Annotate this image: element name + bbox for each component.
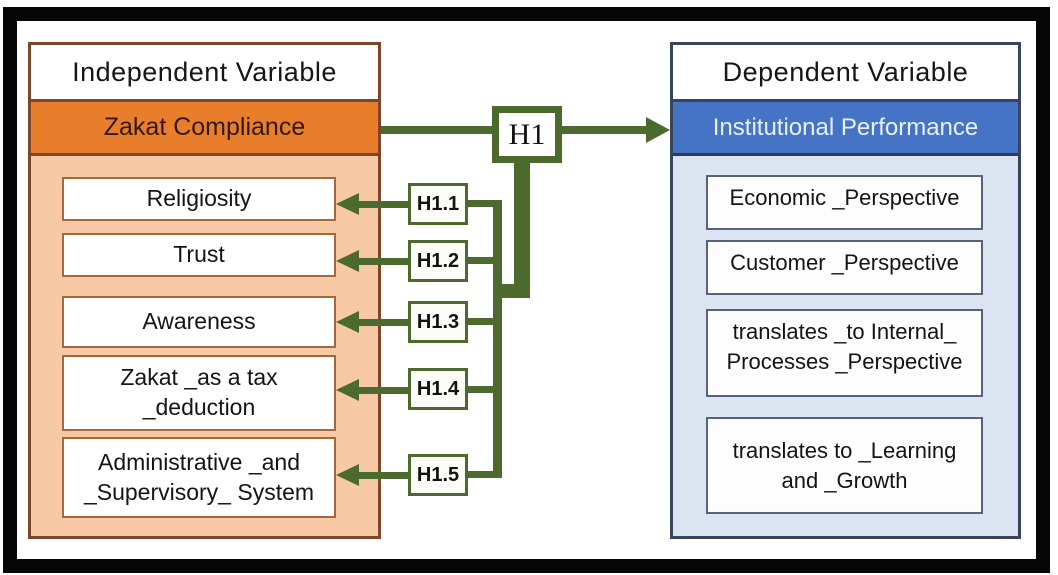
h1-2-arrowhead-icon: [336, 250, 359, 272]
zakat-to-h1-line: [381, 126, 492, 134]
zakat-tax-deduction-box: Zakat _as a tax _deduction: [62, 355, 336, 431]
hypothesis-spine-line: [493, 200, 502, 478]
h1-1-arrowhead-icon: [336, 193, 359, 215]
h1-3-arrow-line: [358, 319, 408, 326]
trust-box: Trust: [62, 233, 336, 277]
h1-5-label-box: H1.5: [408, 454, 468, 496]
performance-arrowhead-icon: [646, 117, 670, 143]
institutional-performance-header: Institutional Performance: [673, 102, 1018, 156]
dependent-variable-title: Dependent Variable: [673, 45, 1018, 102]
h1-2-label-box: H1.2: [408, 240, 468, 282]
learning-growth-box: translates to _Learning and _Growth: [706, 417, 983, 514]
internal-processes-perspective-box: translates _to Internal_ Processes _Pers…: [706, 309, 983, 397]
h1-4-label-box: H1.4: [408, 368, 468, 410]
zakat-compliance-header: Zakat Compliance: [31, 102, 378, 156]
economic-perspective-box: Economic _Perspective: [706, 175, 983, 230]
h1-2-stub-line: [466, 257, 497, 264]
h1-5-arrowhead-icon: [336, 464, 359, 486]
h1-5-stub-line: [466, 471, 497, 478]
h1-elbow-line: [497, 284, 530, 298]
customer-perspective-box: Customer _Perspective: [706, 240, 983, 295]
h1-3-stub-line: [466, 318, 497, 325]
h1-label-box: H1: [492, 106, 562, 163]
h1-4-arrow-line: [358, 387, 408, 394]
religiosity-box: Religiosity: [62, 177, 336, 221]
h1-5-arrow-line: [358, 472, 408, 479]
h1-4-stub-line: [466, 386, 497, 393]
h1-3-arrowhead-icon: [336, 311, 359, 333]
h1-4-arrowhead-icon: [336, 379, 359, 401]
h1-1-label-box: H1.1: [408, 183, 468, 225]
diagram-frame: [3, 7, 1050, 573]
h1-3-label-box: H1.3: [408, 301, 468, 343]
h1-to-performance-line: [562, 126, 646, 134]
h1-drop-line: [514, 160, 530, 298]
h1-1-stub-line: [466, 200, 497, 207]
h1-2-arrow-line: [358, 258, 408, 265]
administrative-supervisory-box: Administrative _and _Supervisory_ System: [62, 437, 336, 518]
awareness-box: Awareness: [62, 296, 336, 348]
h1-1-arrow-line: [358, 201, 408, 208]
independent-variable-title: Independent Variable: [31, 45, 378, 102]
